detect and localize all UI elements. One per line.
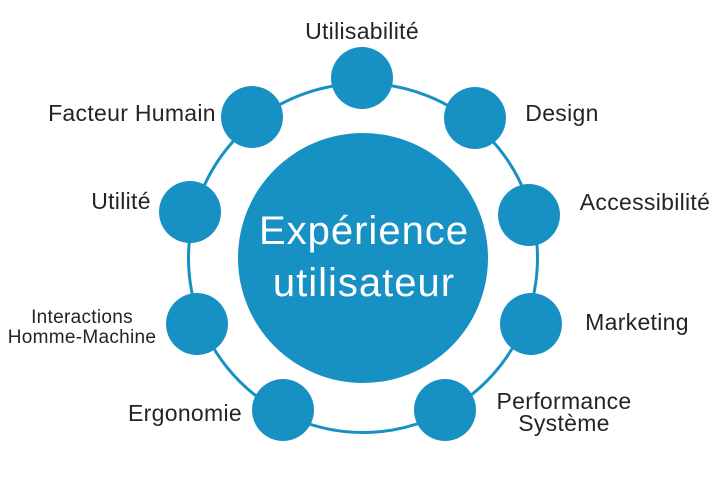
label-facteur-humain: Facteur Humain xyxy=(48,100,216,126)
label-marketing: Marketing xyxy=(585,309,689,335)
satellite-circle-facteur-humain xyxy=(221,86,283,148)
label-utilisabilite: Utilisabilité xyxy=(305,18,419,44)
satellite-circle-interactions-homme-machine xyxy=(166,293,228,355)
label-design: Design xyxy=(525,100,599,126)
label-accessibilite: Accessibilité xyxy=(579,189,711,215)
label-utilite: Utilité xyxy=(91,188,151,214)
label-ergonomie: Ergonomie xyxy=(128,400,242,426)
satellite-circle-marketing xyxy=(500,293,562,355)
satellite-circle-utilisabilite xyxy=(331,47,393,109)
satellite-circle-ergonomie xyxy=(252,379,314,441)
center-circle xyxy=(238,133,488,383)
label-interactions-homme-machine: Interactions Homme-Machine xyxy=(7,307,157,348)
satellite-circle-design xyxy=(444,87,506,149)
satellite-circle-performance-systeme xyxy=(414,379,476,441)
satellite-circle-accessibilite xyxy=(498,184,560,246)
label-performance-systeme: Performance Système xyxy=(496,388,632,436)
satellite-circle-utilite xyxy=(159,181,221,243)
center-title: Expérience utilisateur xyxy=(258,209,470,305)
